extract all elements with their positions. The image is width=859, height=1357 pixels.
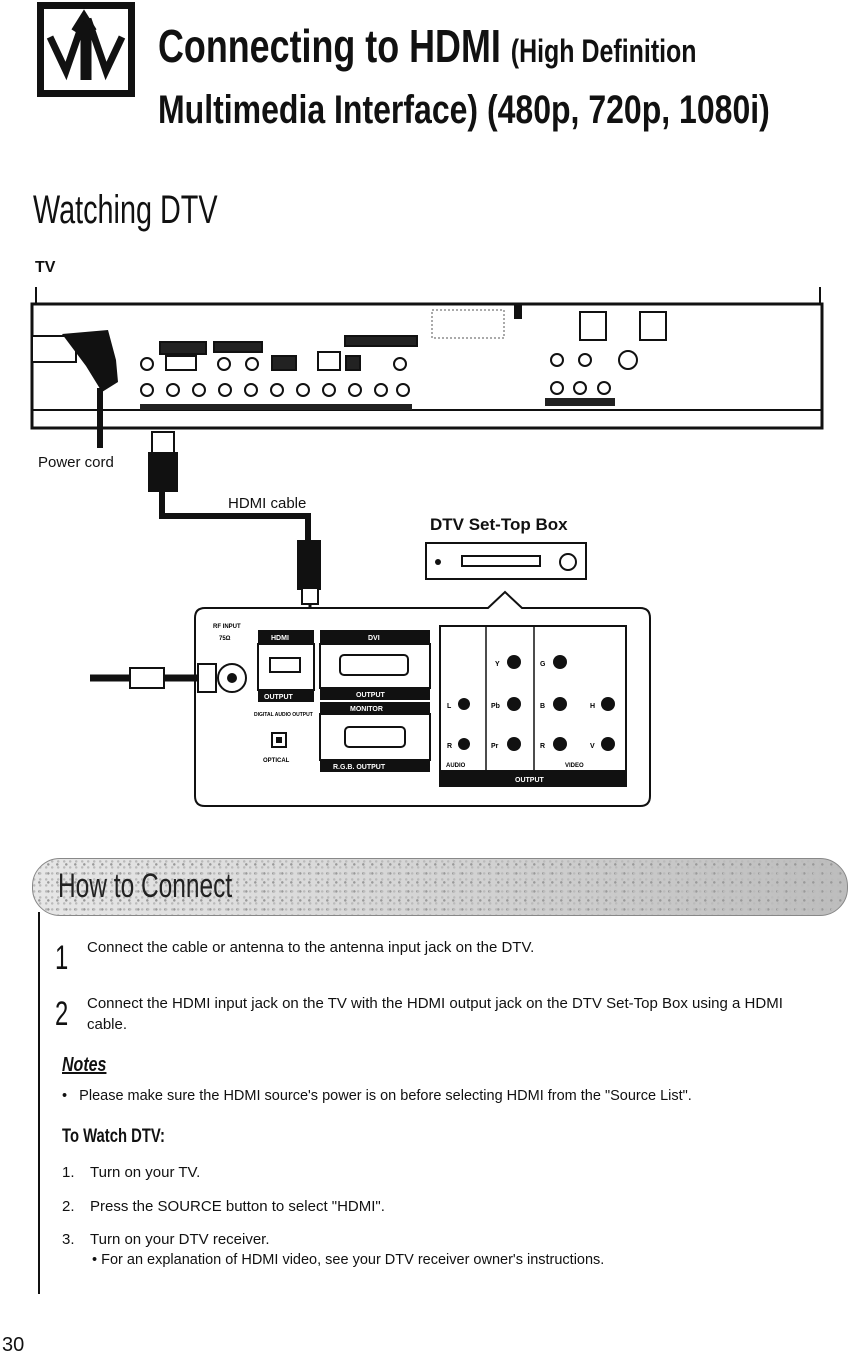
comp-pb-label: Pb [491, 703, 500, 710]
step-number: 1 [55, 939, 69, 977]
tv-label: TV [35, 259, 56, 276]
stb-monitor-label: MONITOR [350, 706, 383, 713]
hdmi-connect-arrows-icon [37, 2, 135, 97]
power-cord [31, 330, 118, 448]
note-text: Please make sure the HDMI source's power… [79, 1088, 692, 1104]
stb-hdmi-output-label: OUTPUT [264, 694, 294, 701]
watch-item-number: 3. [62, 1231, 75, 1248]
section-heading: Watching DTV [33, 188, 218, 232]
audio-group-label: AUDIO [446, 763, 466, 769]
rgb-b-label: B [540, 703, 545, 710]
note-item: • Please make sure the HDMI source's pow… [62, 1086, 692, 1106]
stb-dvi-label: DVI [368, 635, 380, 642]
watch-item-text: Turn on your TV. [90, 1164, 201, 1181]
stb-back-panel: RF INPUT 75Ω HDMI OUTPUT DVI OUTPUT MONI… [90, 590, 651, 807]
sync-h-label: H [590, 703, 595, 710]
watch-item: 3. Turn on your DTV receiver. [62, 1230, 270, 1250]
set-top-box-label: DTV Set-Top Box [430, 515, 568, 534]
watch-heading: To Watch DTV: [62, 1126, 165, 1147]
left-rule [38, 912, 40, 1294]
audio-r-label: R [447, 743, 452, 750]
rf-input-label: RF INPUT [213, 624, 241, 630]
rgb-g-label: G [540, 661, 546, 668]
video-group-label: VIDEO [565, 763, 584, 769]
watch-item-text: Press the SOURCE button to select "HDMI"… [90, 1198, 385, 1215]
page-title-line2: Multimedia Interface) (480p, 720p, 1080i… [158, 88, 770, 132]
connection-diagram: RF INPUT 75Ω HDMI OUTPUT DVI OUTPUT MONI… [30, 287, 824, 807]
step-number: 2 [55, 995, 69, 1033]
stb-dvi-output-label: OUTPUT [356, 692, 386, 699]
comp-y-label: Y [495, 661, 500, 668]
comp-pr-label: Pr [491, 743, 499, 750]
stb-hdmi-label: HDMI [271, 635, 289, 642]
optical-label: OPTICAL [263, 758, 290, 764]
watch-item: 1. Turn on your TV. [62, 1163, 200, 1183]
page-number: 30 [2, 1334, 25, 1356]
how-to-connect-banner [32, 858, 848, 916]
how-to-connect-title: How to Connect [58, 867, 233, 905]
stb-rgb-output-label: R.G.B. OUTPUT [333, 764, 386, 771]
audio-l-label: L [447, 703, 452, 710]
step-text: Connect the cable or antenna to the ante… [87, 939, 535, 956]
set-top-box-icon [425, 542, 587, 580]
digital-audio-out-label: DIGITAL AUDIO OUTPUT [254, 712, 313, 718]
av-output-label: OUTPUT [515, 777, 545, 784]
watch-item-number: 1. [62, 1164, 75, 1181]
step-text: Connect the HDMI input jack on the TV wi… [87, 995, 783, 1033]
watch-item-number: 2. [62, 1198, 75, 1215]
hdmi-cable-label: HDMI cable [228, 495, 307, 512]
page-title-paren: (High Definition [510, 33, 697, 69]
watch-item-text: Turn on your DTV receiver. [90, 1231, 270, 1248]
rgb-r-label: R [540, 743, 545, 750]
watch-item: 2. Press the SOURCE button to select "HDM… [62, 1197, 385, 1217]
bullet: • [62, 1088, 80, 1104]
power-cord-label: Power cord [38, 454, 114, 471]
sync-v-label: V [590, 743, 595, 750]
rf-ohm-label: 75Ω [219, 636, 231, 642]
page-title-main: Connecting to HDMI [158, 20, 501, 72]
notes-heading: Notes [62, 1054, 107, 1076]
tv-rear-panel [30, 287, 824, 430]
watch-sub-item: • For an explanation of HDMI video, see … [92, 1252, 605, 1268]
page-title: Connecting to HDMI (High Definition [158, 22, 697, 75]
